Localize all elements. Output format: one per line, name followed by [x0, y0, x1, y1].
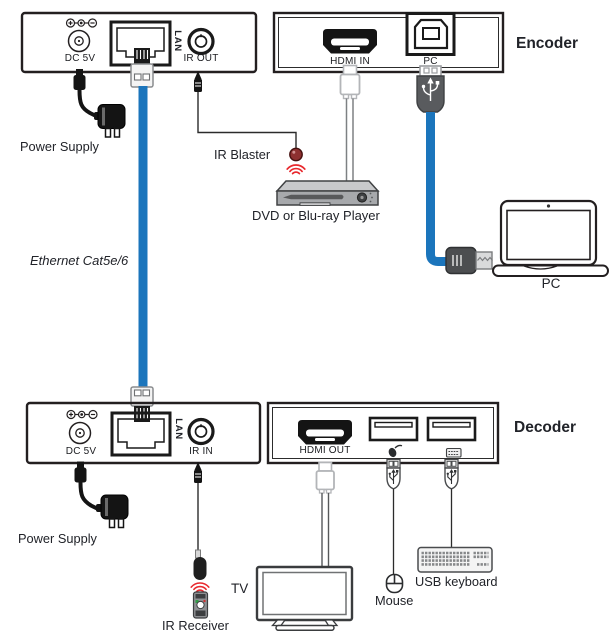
ir-blaster-label: IR Blaster	[214, 147, 271, 162]
tx-ir-out-label: IR OUT	[183, 53, 219, 64]
tv-device	[255, 565, 354, 632]
polarity-icon	[66, 409, 98, 420]
usb-plug-keyboard	[444, 458, 459, 548]
encoder-title: Encoder	[516, 35, 579, 52]
remote-control-icon	[192, 591, 209, 619]
rx-lan-label: LAN	[172, 418, 184, 440]
encoder-usb-cable	[416, 65, 446, 266]
polarity-icon	[65, 18, 98, 28]
power-supply-top-label: Power Supply	[20, 139, 99, 154]
pc-port-label: PC	[423, 56, 438, 67]
ir-out-jack	[187, 27, 215, 56]
tv-label: TV	[231, 581, 249, 596]
usb-a-port-1	[368, 416, 419, 442]
hdmi-in-port	[323, 29, 377, 54]
tx-unit-panel	[20, 11, 258, 88]
usb-keyboard-label: USB keyboard	[415, 574, 498, 589]
ir-blaster-wire	[194, 71, 297, 148]
ir-receiver-label: IR Receiver	[162, 618, 229, 633]
hdmi-out-port	[298, 420, 352, 445]
usb-a-port-2	[426, 416, 477, 442]
decoder-panel	[266, 401, 500, 465]
power-supply-bottom	[74, 461, 129, 529]
hdmi-out-label: HDMI OUT	[299, 445, 351, 456]
encoder-hdmi-cable	[339, 64, 361, 182]
dc-jack	[68, 421, 92, 445]
ir-receiver-wire	[194, 462, 202, 552]
mouse-device	[385, 573, 404, 594]
tx-lan-label: LAN	[171, 30, 183, 52]
mouse-icon	[388, 444, 403, 458]
decoder-hdmi-cable	[315, 461, 335, 567]
power-supply-bottom-label: Power Supply	[18, 531, 97, 546]
laptop	[492, 199, 609, 277]
ethernet-cable-label: Ethernet Cat5e/6	[30, 253, 129, 268]
usb-plug-mouse	[386, 458, 401, 575]
encoder-panel	[272, 11, 505, 74]
ir-blaster-icon	[286, 147, 306, 175]
rx-unit-panel	[25, 401, 262, 465]
usb-plug-laptop	[445, 246, 493, 275]
rx-dc-label: DC 5V	[65, 446, 97, 457]
power-supply-top	[73, 69, 126, 138]
rx-ir-in-label: IR IN	[189, 446, 213, 457]
keyboard-icon	[445, 447, 462, 458]
dvd-label: DVD or Blu-ray Player	[252, 208, 380, 223]
decoder-title: Decoder	[514, 419, 577, 436]
pc-usb-b-port	[405, 12, 456, 56]
ir-in-jack	[187, 417, 215, 446]
mouse-label: Mouse	[375, 593, 414, 608]
lan-port	[110, 411, 172, 457]
dvd-player	[275, 180, 380, 206]
keyboard-device	[417, 546, 493, 573]
ir-receiver-icon	[190, 549, 210, 593]
pc-laptop-label: PC	[541, 276, 561, 291]
rx-lan-plug	[130, 386, 154, 422]
tx-dc-label: DC 5V	[64, 53, 96, 64]
lan-port	[109, 20, 172, 88]
dc-jack	[67, 29, 91, 53]
hdmi-in-label: HDMI IN	[330, 56, 370, 67]
